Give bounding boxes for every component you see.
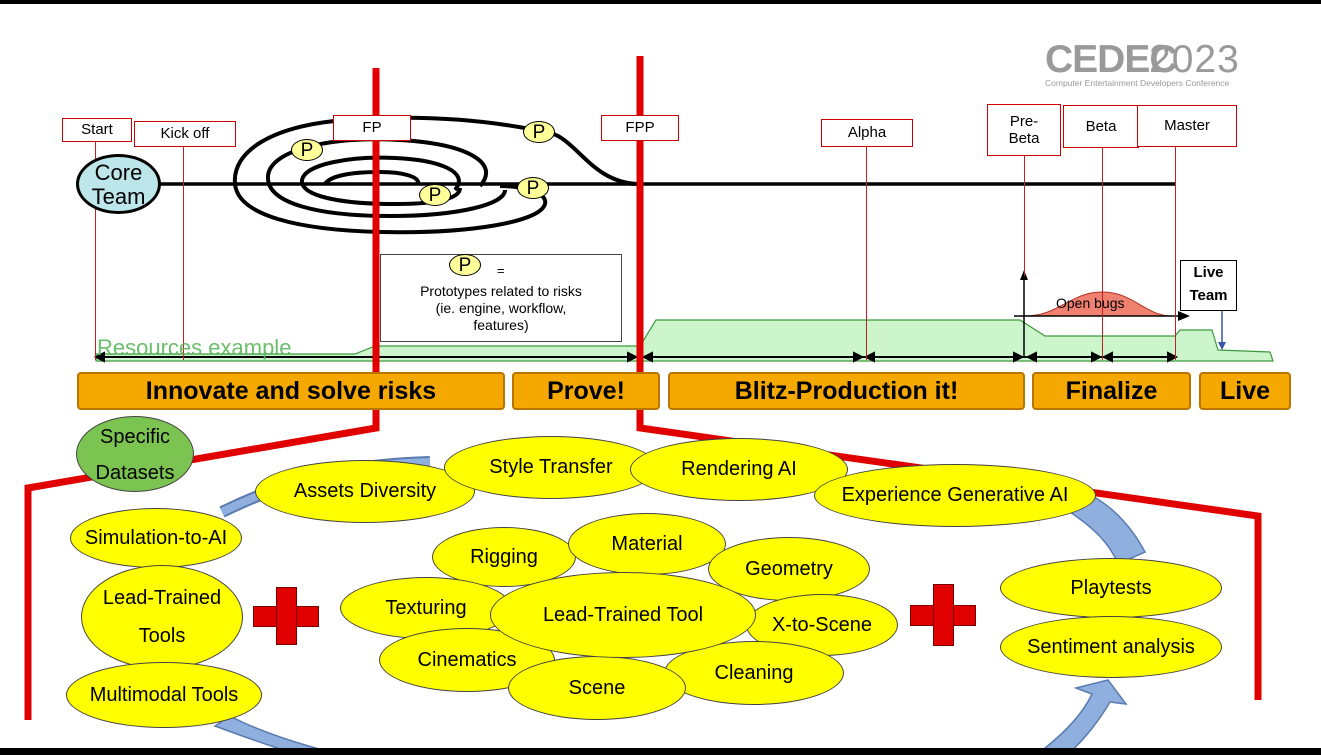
logo-subtitle: Computer Entertainment Developers Confer… [1045,78,1230,88]
phase-finalize: Finalize [1032,372,1191,410]
prototype-loops [232,115,641,235]
prototype-badge: P [523,121,555,143]
milestone-fpp: FPP [601,115,679,141]
prototype-badge: P [291,139,323,161]
node-rigging: Rigging [432,527,576,587]
plus-icon [910,584,976,646]
phase-timeline [93,351,1179,363]
plus-icon [253,587,319,645]
specific-datasets-node: Specific Datasets [76,416,194,492]
cedec-logo: CEDEC 2023 Computer Entertainment Develo… [1045,38,1250,90]
milestone-alpha: Alpha [821,119,913,147]
legend-equals: = [497,263,505,278]
live-team-box: Live Team [1180,260,1237,311]
milestone-prebeta: Pre- Beta [987,104,1061,156]
alpha-line [866,147,867,360]
node-lead-trained-tools: Lead-Trained Tools [81,565,243,669]
node-cleaning: Cleaning [664,641,844,705]
milestone-master: Master [1137,105,1237,147]
node-scene: Scene [508,656,686,720]
phase-blitz-production: Blitz-Production it! [668,372,1025,410]
prototype-badge: P [419,184,451,206]
node-texturing: Texturing [340,577,512,639]
cycle-arrow-right [1068,491,1147,566]
milestone-start: Start [62,118,132,142]
node-rendering-ai: Rendering AI [630,438,848,501]
phase-prove: Prove! [512,372,660,410]
logo-year: 2023 [1149,38,1240,81]
node-multimodal-tools: Multimodal Tools [66,662,262,728]
logo-brand: CEDEC [1045,38,1178,81]
node-material: Material [568,513,726,575]
legend-text: Prototypes related to risks (ie. engine,… [420,283,582,333]
legend-badge: P [449,254,481,276]
node-style-transfer: Style Transfer [444,436,658,499]
core-team-node: Core Team [76,154,161,214]
start-line [95,142,96,360]
node-playtests: Playtests [1000,558,1222,618]
node-geometry: Geometry [708,537,870,601]
phase-innovate: Innovate and solve risks [77,372,505,410]
beta-line [1102,148,1103,360]
node-experience-generative-ai: Experience Generative AI [814,464,1096,527]
open-bugs-label: Open bugs [1056,295,1125,311]
live-team-arrowhead [1218,342,1226,350]
diagram-graphics [24,56,1274,748]
milestone-beta: Beta [1063,105,1139,148]
master-line [1175,147,1176,360]
milestone-kickoff: Kick off [134,121,236,147]
cycle-arrow-bottom [213,715,319,748]
node-simulation-to-ai: Simulation-to-AI [70,508,242,568]
node-sentiment-analysis: Sentiment analysis [1000,616,1222,678]
prototype-legend: P = Prototypes related to risks (ie. eng… [380,254,622,342]
node-assets-diversity: Assets Diversity [255,460,475,523]
phase-live: Live [1199,372,1291,410]
prebeta-line [1024,156,1025,276]
kickoff-line [183,147,184,360]
milestone-fp: FP [333,115,411,141]
slide: CEDEC 2023 Computer Entertainment Develo… [0,4,1321,748]
bugs-x-arrowhead [1178,311,1190,321]
cycle-arrow-bottom-right [1043,679,1128,748]
resources-label: Resources example [97,335,292,360]
node-lead-trained-tool: Lead-Trained Tool [490,572,756,658]
prototype-badge: P [517,177,549,199]
